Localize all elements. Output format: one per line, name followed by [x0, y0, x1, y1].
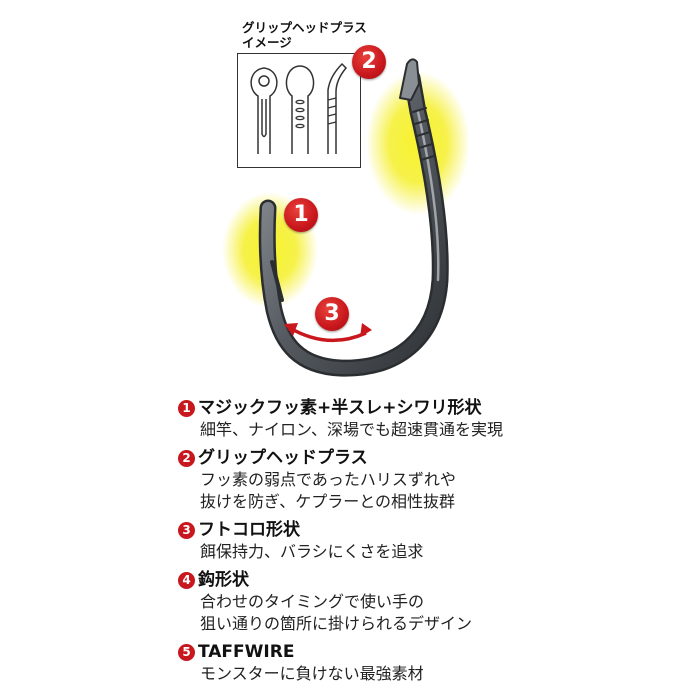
- grip-head-sketch: [250, 62, 348, 154]
- grip-head-inset: [237, 53, 361, 168]
- feature-title-text: マジックフッ素+半スレ+シワリ形状: [198, 398, 482, 418]
- feature-title: 1 マジックフッ素+半スレ+シワリ形状: [178, 397, 678, 419]
- badge-1: 1: [284, 198, 318, 232]
- badge-3: 3: [315, 297, 349, 331]
- feature-item: 3 フトコロ形状 餌保持力、バラシにくさを追求: [178, 519, 678, 563]
- inset-title-line1: グリップヘッドプラス: [242, 20, 367, 35]
- feature-title: 4 鈎形状: [178, 569, 678, 591]
- gap-arrowhead-left: [284, 323, 298, 336]
- feature-description: 餌保持力、バラシにくさを追求: [200, 542, 424, 561]
- inset-title-line2: イメージ: [242, 35, 292, 50]
- feature-description: 抜けを防ぎ、ケプラーとの相性抜群: [200, 492, 456, 511]
- badge-2: 2: [352, 45, 386, 79]
- feature-item: 4 鈎形状 合わせのタイミングで使い手の 狙い通りの箇所に掛けられるデザイン: [178, 569, 678, 635]
- feature-title-text: TAFFWIRE: [198, 642, 295, 662]
- feature-item: 2 グリップヘッドプラス フッ素の弱点であったハリスずれや 抜けを防ぎ、ケプラー…: [178, 447, 678, 513]
- feature-title: 2 グリップヘッドプラス: [178, 447, 678, 469]
- feature-description: フッ素の弱点であったハリスずれや: [200, 470, 456, 489]
- feature-title-text: グリップヘッドプラス: [198, 448, 368, 468]
- feature-description: モンスターに負けない最強素材: [200, 664, 424, 683]
- feature-number: 4: [178, 571, 195, 589]
- feature-description: 細竿、ナイロン、深場でも超速貫通を実現: [200, 420, 504, 439]
- feature-title: 3 フトコロ形状: [178, 519, 678, 541]
- feature-list: 1 マジックフッ素+半スレ+シワリ形状 細竿、ナイロン、深場でも超速貫通を実現 …: [178, 397, 678, 691]
- feature-title-text: フトコロ形状: [198, 520, 300, 540]
- feature-item: 5 TAFFWIRE モンスターに負けない最強素材: [178, 641, 678, 685]
- gap-double-arrow: [289, 326, 367, 343]
- fishing-hook: [258, 58, 449, 377]
- feature-title-text: 鈎形状: [198, 570, 249, 590]
- feature-number: 2: [178, 449, 195, 467]
- gap-arrowhead-right: [360, 323, 372, 337]
- feature-title: 5 TAFFWIRE: [178, 641, 678, 663]
- feature-description: 合わせのタイミングで使い手の: [200, 592, 425, 611]
- feature-number: 3: [178, 521, 195, 539]
- feature-item: 1 マジックフッ素+半スレ+シワリ形状 細竿、ナイロン、深場でも超速貫通を実現: [178, 397, 678, 441]
- feature-number: 5: [178, 643, 195, 661]
- feature-description: 狙い通りの箇所に掛けられるデザイン: [200, 614, 473, 633]
- inset-title: グリップヘッドプラス イメージ: [242, 20, 367, 50]
- feature-number: 1: [178, 399, 195, 417]
